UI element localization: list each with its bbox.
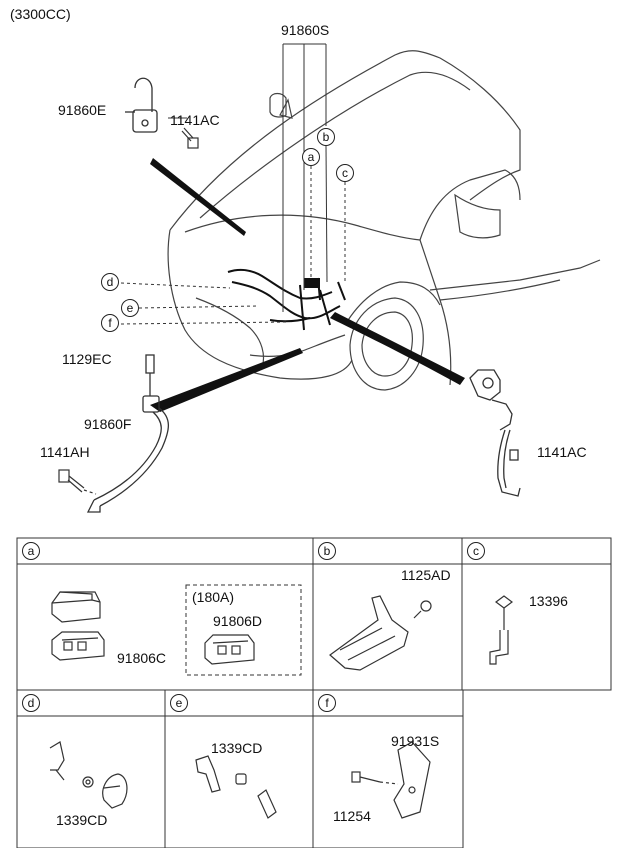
battery-cable-top [125, 77, 158, 133]
parts-table [16, 537, 612, 848]
callout-bolt-top: 1141AC [170, 112, 220, 128]
panel-f-part-upper: 91931S [391, 733, 440, 749]
engine-harness [227, 268, 346, 331]
panel-b-art [329, 595, 432, 671]
bolt-left-lower-artwork [58, 469, 97, 495]
panel-e-art [195, 755, 277, 819]
panel-b-part: 1125AD [401, 567, 451, 583]
leader-lines [120, 43, 346, 325]
marker-f: f [101, 314, 119, 332]
panel-c-part: 13396 [529, 593, 568, 609]
panel-f-header: f [318, 694, 336, 712]
cable-left-artwork [86, 354, 170, 513]
panel-a-part-lower: 91806C [117, 650, 167, 666]
panel-d-art [49, 741, 128, 809]
callout-bolt-left-upper: 1129EC [62, 351, 112, 367]
marker-d: d [101, 273, 119, 291]
marker-e: e [121, 299, 139, 317]
relay-connector [304, 278, 320, 288]
bolt-top-artwork [181, 127, 199, 149]
panel-a-art [51, 591, 255, 665]
panel-e-header: e [170, 694, 188, 712]
panel-e-part: 1339CD [211, 740, 263, 756]
panel-f-art [351, 741, 431, 819]
callout-bolt-left-lower: 1141AH [40, 444, 90, 460]
panel-b-header: b [318, 542, 336, 560]
callout-bolt-right: 1141AC [537, 444, 587, 460]
panel-a-header: a [22, 542, 40, 560]
callout-cable-left: 91860F [84, 416, 132, 432]
callout-main-harness: 91860S [281, 22, 330, 38]
panel-f-part-lower: 11254 [333, 808, 371, 824]
variant-label: (3300CC) [10, 6, 71, 22]
marker-b: b [317, 128, 335, 146]
marker-c: c [336, 164, 354, 182]
callout-battery-cable-top: 91860E [58, 102, 107, 118]
cable-right-artwork [469, 369, 521, 497]
panel-d-header: d [22, 694, 40, 712]
panel-a-box-label: (180A) [192, 589, 235, 605]
leader-swooshes [150, 158, 465, 412]
panel-d-part: 1339CD [56, 812, 108, 828]
panel-a-part-upper: 91806D [213, 613, 263, 629]
panel-c-art [489, 595, 513, 665]
vehicle-outline [167, 50, 601, 391]
panel-c-header: c [467, 542, 485, 560]
marker-a: a [302, 148, 320, 166]
